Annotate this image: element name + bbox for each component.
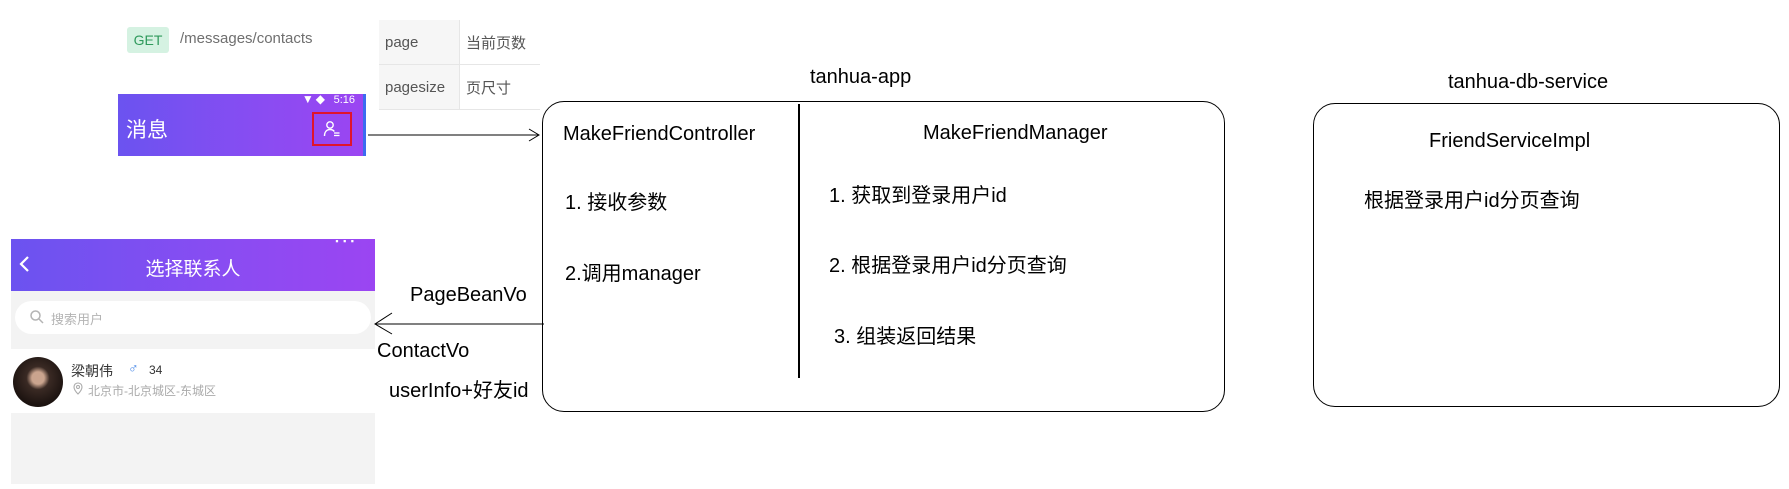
- manager-step: 3. 组装返回结果: [834, 326, 977, 348]
- param-desc: 当前页数: [459, 20, 540, 65]
- search-icon: [30, 310, 44, 324]
- table-row: pagesize 页尺寸: [379, 64, 540, 110]
- search-placeholder: 搜索用户: [51, 312, 104, 327]
- contact-picker-body: 搜索用户 梁朝伟 ♂ 34 北京市-北京城区-东城区: [11, 291, 375, 484]
- db-service-title: tanhua-db-service: [1448, 71, 1609, 93]
- list-item[interactable]: 梁朝伟 ♂ 34 北京市-北京城区-东城区: [11, 349, 375, 413]
- manager-name: MakeFriendManager: [923, 122, 1108, 144]
- controller-step: 1. 接收参数: [565, 192, 668, 214]
- location-pin-icon: [73, 382, 83, 395]
- endpoint-path: /messages/contacts: [180, 30, 313, 47]
- app-title: tanhua-app: [810, 66, 912, 88]
- app-container: [542, 101, 1225, 412]
- messages-header: ▼◆ 5:16 消息: [118, 92, 366, 156]
- status-time: 5:16: [333, 94, 355, 106]
- page-title: 消息: [126, 119, 168, 142]
- table-row: page 当前页数: [379, 20, 540, 65]
- service-step: 根据登录用户id分页查询: [1364, 190, 1580, 212]
- search-input[interactable]: 搜索用户: [15, 301, 371, 334]
- return-userinfo-label: userInfo+好友id: [389, 380, 529, 402]
- manager-step: 2. 根据登录用户id分页查询: [829, 255, 1067, 277]
- app-divider: [798, 104, 800, 378]
- avatar: [13, 357, 63, 407]
- params-table: page 当前页数 pagesize 页尺寸: [379, 20, 540, 110]
- controller-step: 2.调用manager: [565, 263, 701, 285]
- service-name: FriendServiceImpl: [1429, 130, 1591, 152]
- db-service-container: [1313, 103, 1780, 407]
- contacts-icon: [323, 121, 340, 137]
- contact-location: 北京市-北京城区-东城区: [88, 384, 216, 398]
- signal-icon: ▼◆: [301, 92, 327, 106]
- male-icon: ♂: [128, 360, 139, 376]
- contacts-button[interactable]: [312, 112, 352, 146]
- controller-name: MakeFriendController: [563, 123, 756, 145]
- return-pagebean-label: PageBeanVo: [410, 284, 527, 306]
- contact-name: 梁朝伟: [71, 363, 113, 379]
- param-name: page: [379, 20, 460, 65]
- back-icon[interactable]: [17, 253, 33, 275]
- status-bar-icons: ▪ ▪ ▪: [335, 236, 355, 246]
- param-desc: 页尺寸: [459, 64, 540, 110]
- manager-step: 1. 获取到登录用户id: [829, 185, 1007, 207]
- return-contact-label: ContactVo: [377, 340, 470, 362]
- param-name: pagesize: [379, 64, 460, 110]
- page-title: 选择联系人: [145, 259, 241, 280]
- http-method-badge: GET: [127, 27, 169, 53]
- contact-picker-header: ▪ ▪ ▪ 选择联系人: [11, 236, 375, 291]
- contact-age: 34: [149, 363, 163, 377]
